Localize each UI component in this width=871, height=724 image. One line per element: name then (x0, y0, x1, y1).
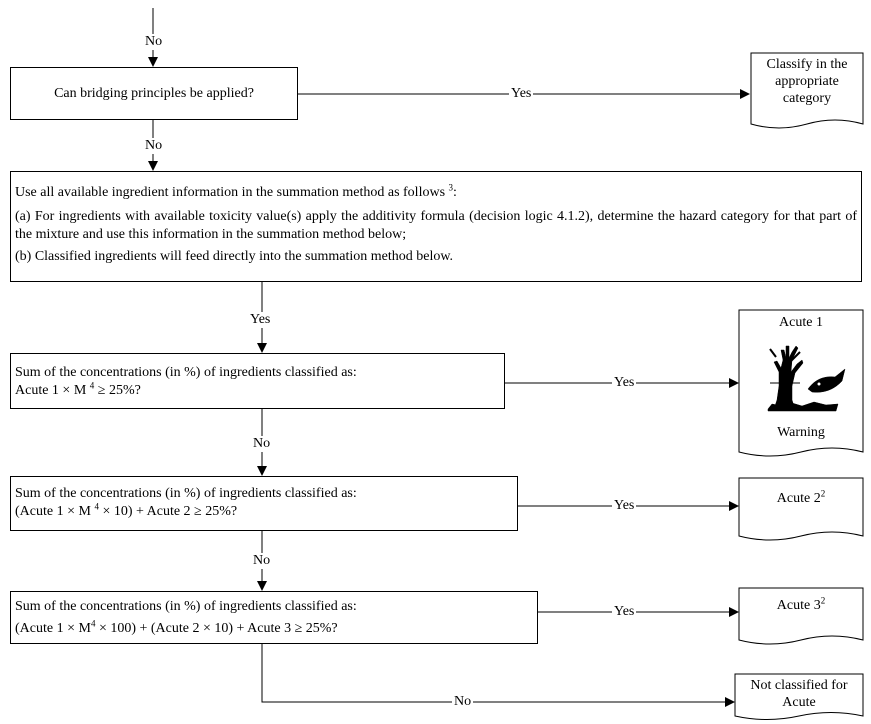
decision-box-bridging: Can bridging principles be applied? (10, 67, 298, 120)
result-doc-shape-4 (738, 587, 864, 645)
decision-acute2-line1: Sum of the concentrations (in %) of ingr… (15, 486, 357, 501)
connector-q4-no (261, 644, 735, 707)
result-acute1-title: Acute 1 (779, 315, 823, 330)
decision-acute1-line1: Sum of the concentrations (in %) of ingr… (15, 365, 357, 380)
result-doc-shape-5 (734, 673, 864, 720)
result-doc-shape-3 (738, 477, 864, 541)
label-yes-5: Yes (612, 604, 637, 620)
result-acute2: Acute 22 (776, 488, 826, 506)
summation-item-b: (b) Classified ingredients will feed dir… (15, 249, 454, 264)
result-classify-line1: Classify in the (766, 57, 848, 72)
decision-box-acute3: Sum of the concentrations (in %) of ingr… (10, 591, 538, 644)
label-no-3: No (251, 436, 273, 452)
result-not-classified-line1: Not classified for (750, 678, 848, 693)
environment-hazard-pictogram (767, 345, 846, 412)
label-yes-2: Yes (248, 312, 273, 328)
label-no-5: No (452, 694, 474, 710)
result-acute1-signal: Warning (777, 425, 825, 440)
decision-box-acute1: Sum of the concentrations (in %) of ingr… (10, 353, 505, 409)
label-yes-1: Yes (509, 86, 534, 102)
result-classify-line3: category (782, 91, 832, 106)
result-classify-line2: appropriate (775, 74, 839, 89)
result-not-classified-line2: Acute (782, 695, 816, 710)
decision-box-acute2: Sum of the concentrations (in %) of ingr… (10, 476, 518, 531)
result-classify: Classify in the appropriate category (751, 56, 863, 107)
summation-intro: Use all available ingredient information… (15, 182, 457, 200)
decision-acute3-line2: (Acute 1 × M4 × 100) + (Acute 2 × 10) + … (15, 618, 338, 636)
summation-item-a: (a) For ingredients with available toxic… (15, 209, 857, 242)
decision-text-bridging: Can bridging principles be applied? (54, 85, 254, 101)
label-yes-3: Yes (612, 375, 637, 391)
summation-method-box: Use all available ingredient information… (10, 171, 862, 282)
decision-acute1-line2: Acute 1 × M 4 ≥ 25%? (15, 380, 141, 398)
decision-acute3-line1: Sum of the concentrations (in %) of ingr… (15, 599, 357, 614)
decision-acute2-line2: (Acute 1 × M 4 × 10) + Acute 2 ≥ 25%? (15, 501, 238, 519)
label-yes-4: Yes (612, 498, 637, 514)
label-no-4: No (251, 553, 273, 569)
result-doc-shape-1 (750, 52, 864, 129)
result-not-classified: Not classified for Acute (735, 677, 863, 711)
label-no-2: No (143, 138, 165, 154)
result-acute3: Acute 32 (776, 595, 826, 613)
result-doc-shape-2 (738, 309, 864, 457)
label-no-1: No (143, 34, 165, 50)
